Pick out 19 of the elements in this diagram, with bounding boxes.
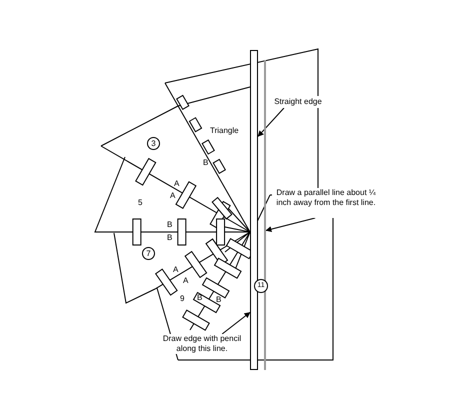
- part-label: Triangle: [210, 126, 239, 135]
- part-label: B: [167, 220, 172, 229]
- part-label: B: [203, 158, 208, 167]
- part-label: A: [183, 276, 188, 285]
- step-number: 3: [147, 137, 160, 150]
- part-label: B: [197, 293, 202, 302]
- callout-text: Straight edge: [272, 96, 324, 108]
- part-label: B: [216, 295, 222, 304]
- leader-arrow: [266, 218, 316, 232]
- part-label: A: [174, 179, 180, 188]
- part-label: B: [167, 233, 172, 242]
- leader-arrow: [258, 108, 284, 137]
- part-label: A: [173, 265, 178, 274]
- parallel-line: [264, 60, 266, 370]
- leader-arrow: [222, 312, 250, 334]
- part-label: A: [170, 191, 176, 200]
- part-label: 9: [180, 294, 184, 303]
- part-label: 5: [138, 198, 142, 207]
- step-number: 7: [142, 247, 155, 260]
